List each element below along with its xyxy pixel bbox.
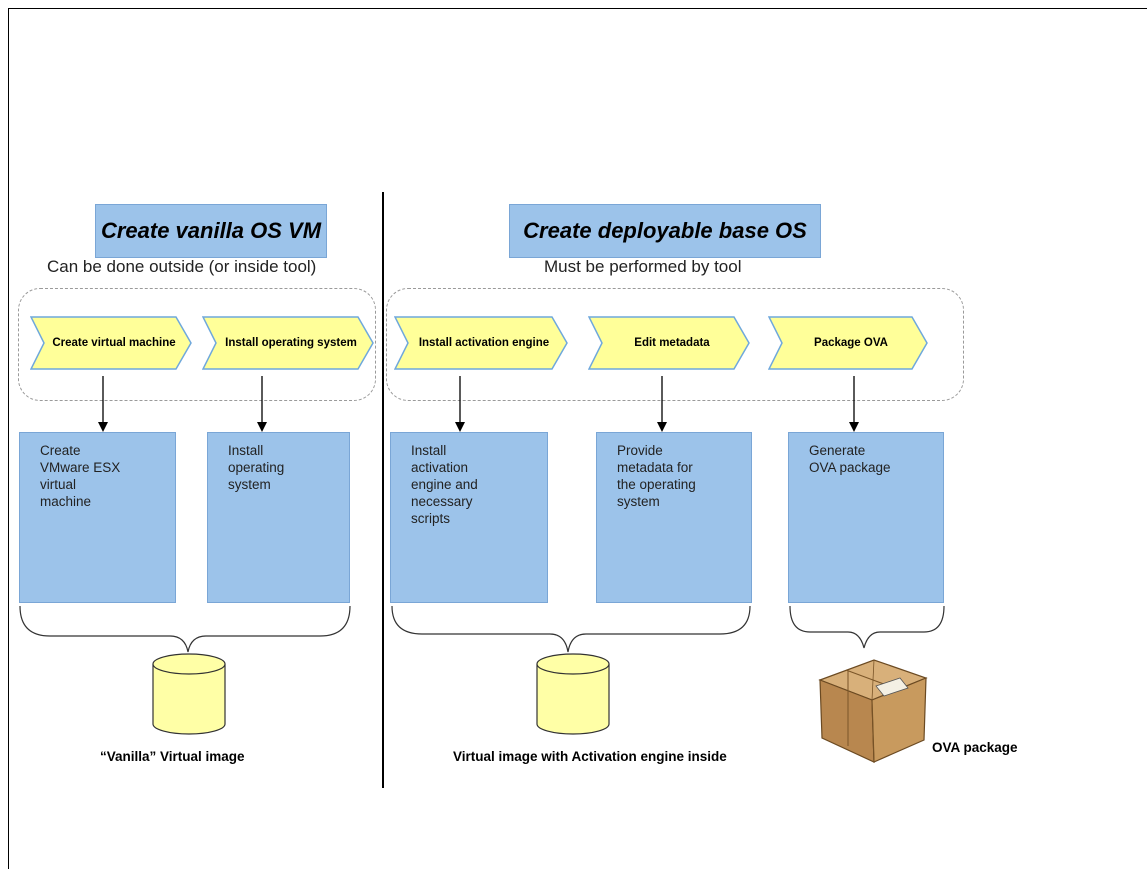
chevron-shape [768, 316, 928, 370]
step-label: Package OVA [814, 337, 888, 349]
right-section-title: Create deployable base OS [509, 204, 821, 258]
right-step-group [386, 288, 964, 401]
chevron-shape [394, 316, 568, 370]
step-install-operating-system: Install operating system [202, 316, 374, 370]
left-section-subtitle: Can be done outside (or inside tool) [47, 257, 317, 276]
task-box-install-activation: Install activation engine and necessary … [390, 432, 548, 603]
chevron-shape [202, 316, 374, 370]
step-label: Create virtual machine [52, 337, 176, 349]
arrow-down-icon [455, 376, 465, 432]
task-box-provide-metadata: Provide metadata for the operating syste… [596, 432, 752, 603]
task-box-generate-ova: Generate OVA package [788, 432, 944, 603]
frame-top-border [8, 8, 1147, 9]
task-box-create-vm: Create VMware ESX virtual machine [19, 432, 176, 603]
output-caption-ova: OVA package [932, 740, 1018, 755]
left-step-group [18, 288, 376, 401]
task-text: Provide metadata for the operating syste… [617, 443, 696, 509]
step-package-ova: Package OVA [768, 316, 928, 370]
cylinder-icon [152, 653, 226, 735]
arrow-down-icon [98, 376, 108, 432]
task-text: Install operating system [228, 443, 285, 492]
step-label: Edit metadata [634, 337, 710, 349]
arrow-down-icon [257, 376, 267, 432]
arrow-down-icon [849, 376, 859, 432]
task-text: Install activation engine and necessary … [411, 443, 478, 526]
step-edit-metadata: Edit metadata [588, 316, 750, 370]
arrow-down-icon [657, 376, 667, 432]
task-text: Generate OVA package [809, 443, 891, 475]
step-label: Install operating system [225, 337, 357, 349]
cardboard-box-icon [818, 659, 928, 763]
right-brace [789, 605, 945, 649]
chevron-shape [30, 316, 192, 370]
output-caption-activation: Virtual image with Activation engine ins… [453, 749, 727, 764]
left-section-title: Create vanilla OS VM [95, 204, 327, 258]
step-label: Install activation engine [418, 337, 550, 349]
task-box-install-os: Install operating system [207, 432, 350, 603]
right-section-subtitle: Must be performed by tool [544, 257, 742, 276]
cylinder-icon [536, 653, 610, 735]
section-divider [382, 192, 384, 788]
middle-brace [391, 605, 751, 653]
frame-left-border [8, 8, 9, 869]
chevron-shape [588, 316, 750, 370]
task-text: Create VMware ESX virtual machine [40, 443, 121, 509]
output-caption-vanilla: “Vanilla” Virtual image [100, 749, 245, 764]
step-create-virtual-machine: Create virtual machine [30, 316, 192, 370]
step-install-activation-engine: Install activation engine [394, 316, 568, 370]
left-brace [19, 605, 351, 653]
